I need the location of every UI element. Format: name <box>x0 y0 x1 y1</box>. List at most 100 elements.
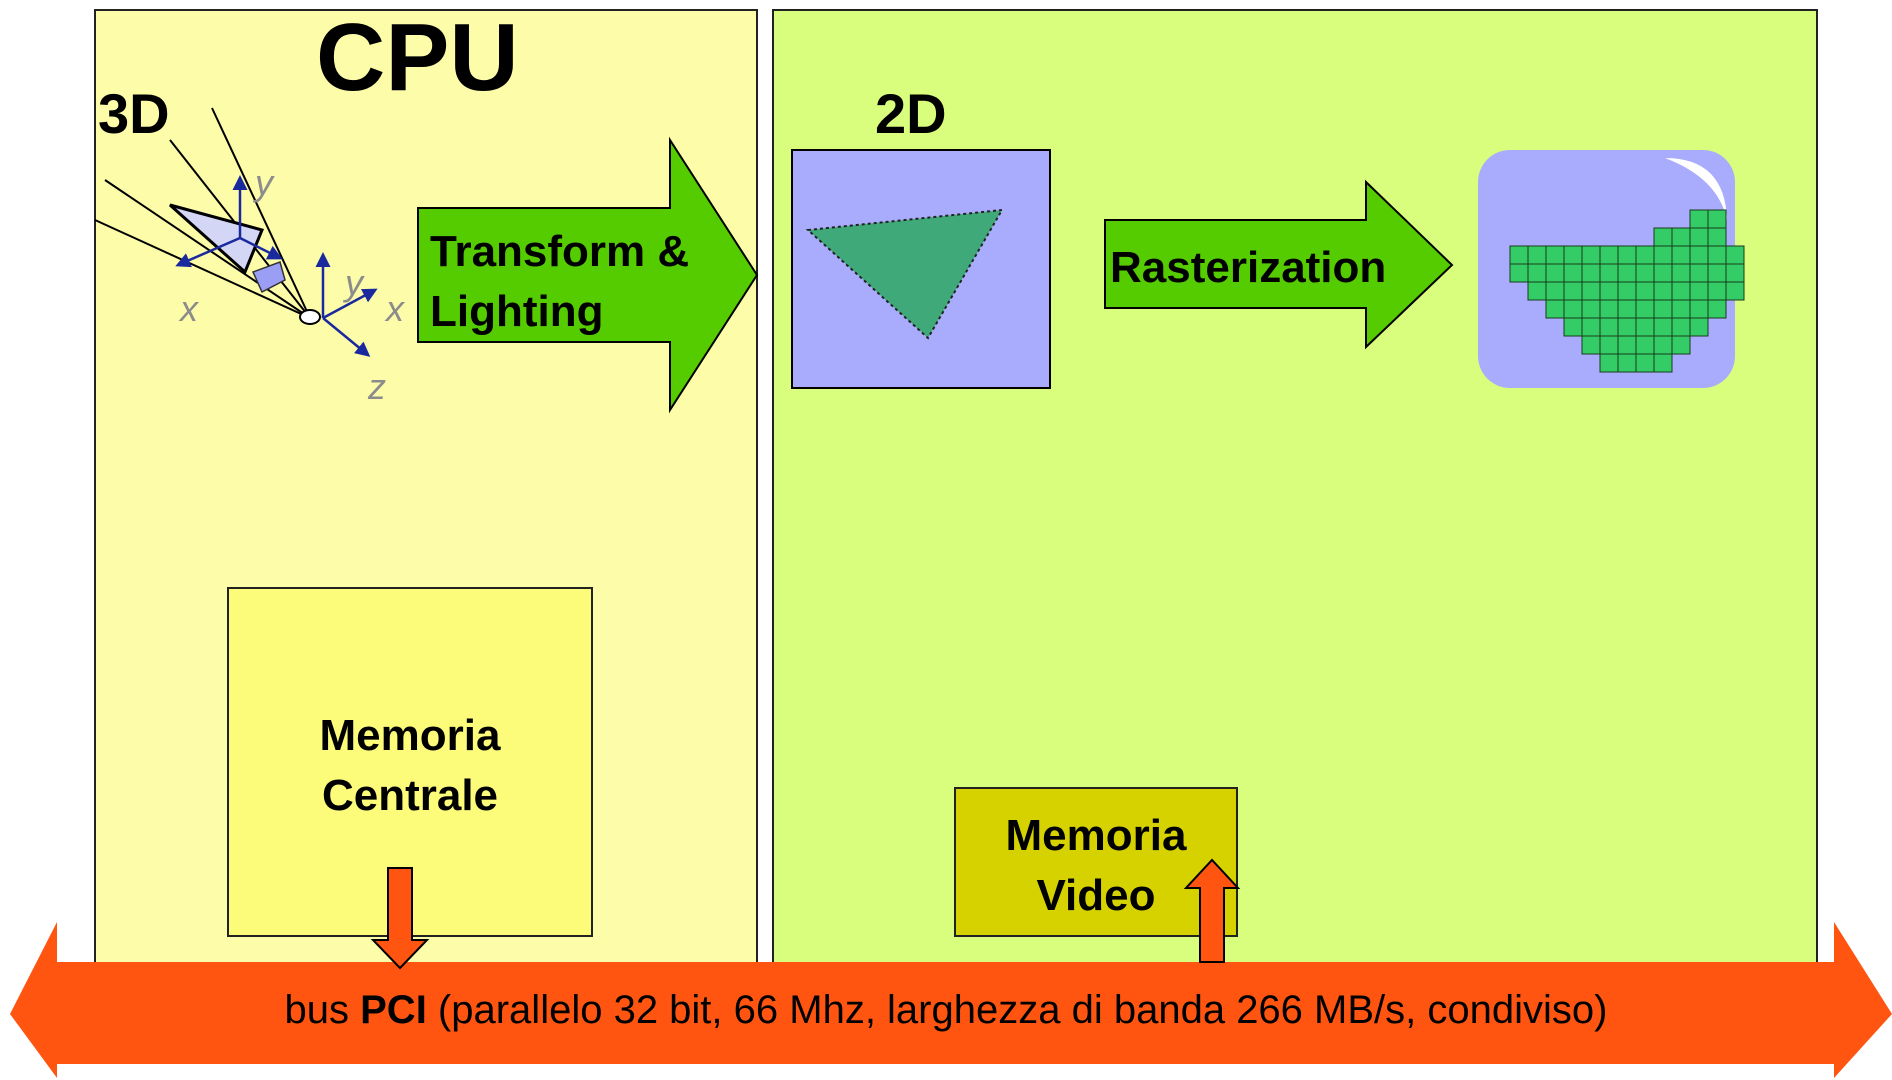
raster-pixel <box>1671 335 1691 355</box>
raster-pixel <box>1635 263 1655 283</box>
label-2d: 2D <box>875 82 947 145</box>
memoria-centrale-label-line1: Memoria <box>319 711 501 760</box>
raster-pixel <box>1545 263 1565 283</box>
raster-pixel <box>1653 335 1673 355</box>
axis-label-y-top: y <box>255 162 273 203</box>
raster-pixel <box>1581 317 1601 337</box>
raster-pixel <box>1617 335 1637 355</box>
raster-output-highlight <box>1665 158 1727 220</box>
pci-bus-arrow <box>10 922 1892 1078</box>
raster-pixel <box>1581 299 1601 319</box>
screen-triangle-shape <box>805 208 1004 340</box>
raster-pixel <box>1581 335 1601 355</box>
raster-pixel <box>1563 263 1583 283</box>
cpu-title: CPU <box>316 4 519 111</box>
raster-pixel <box>1671 317 1691 337</box>
raster-pixel <box>1509 263 1529 283</box>
transform-label-line2: Lighting <box>430 287 604 336</box>
axis-label-z: z <box>368 366 386 407</box>
raster-pixel <box>1617 317 1637 337</box>
memoria-video-label-line1: Memoria <box>1005 811 1187 860</box>
bus-to-video-arrow <box>1183 858 1241 963</box>
raster-pixel <box>1545 299 1565 319</box>
rasterization-label: Rasterization <box>1110 243 1387 292</box>
raster-pixel <box>1635 245 1655 265</box>
raster-pixel <box>1671 299 1691 319</box>
raster-pixel <box>1599 263 1619 283</box>
bus-name: PCI <box>360 988 427 1032</box>
raster-pixel-grid <box>1509 209 1745 373</box>
raster-pixel <box>1653 353 1673 373</box>
raster-pixel <box>1599 245 1619 265</box>
raster-pixel <box>1617 245 1637 265</box>
eye-point-icon <box>299 309 321 325</box>
memoria-video-label-line2: Video <box>1036 871 1156 920</box>
raster-pixel <box>1653 263 1673 283</box>
raster-pixel <box>1563 299 1583 319</box>
raster-pixel <box>1617 263 1637 283</box>
memoria-video-box <box>954 787 1238 937</box>
raster-pixel <box>1707 263 1727 283</box>
raster-pixel <box>1707 209 1727 229</box>
raster-pixel <box>1563 317 1583 337</box>
bus-prefix: bus <box>284 988 361 1032</box>
raster-pixel <box>1509 245 1529 265</box>
axis-label-x-right: x <box>386 288 404 329</box>
raster-pixel <box>1689 299 1709 319</box>
raster-pixel <box>1599 317 1619 337</box>
raster-pixel <box>1653 227 1673 247</box>
raster-pixel <box>1617 353 1637 373</box>
raster-pixel <box>1563 281 1583 301</box>
raster-pixel <box>1671 245 1691 265</box>
raster-pixel <box>1635 353 1655 373</box>
axis-label-x-left: x <box>180 288 198 329</box>
raster-pixel <box>1581 245 1601 265</box>
bus-details: (parallelo 32 bit, 66 Mhz, larghezza di … <box>426 988 1608 1032</box>
label-3d: 3D <box>98 82 170 145</box>
central-to-bus-arrow <box>370 867 430 970</box>
raster-pixel <box>1599 281 1619 301</box>
raster-pixel <box>1599 335 1619 355</box>
raster-pixel <box>1671 281 1691 301</box>
raster-pixel <box>1617 281 1637 301</box>
projected-triangle-shape <box>169 203 265 275</box>
raster-pixel <box>1635 317 1655 337</box>
raster-pixel <box>1545 245 1565 265</box>
raster-pixel <box>1599 299 1619 319</box>
raster-pixel <box>1725 245 1745 265</box>
raster-pixel <box>1689 281 1709 301</box>
raster-pixel <box>1689 245 1709 265</box>
image-plane-shape <box>251 261 286 294</box>
raster-pixel <box>1725 263 1745 283</box>
raster-pixel <box>1653 281 1673 301</box>
raster-pixel <box>1707 245 1727 265</box>
raster-pixel <box>1653 299 1673 319</box>
raster-pixel <box>1527 245 1547 265</box>
raster-pixel <box>1563 245 1583 265</box>
raster-pixel <box>1527 281 1547 301</box>
raster-pixel <box>1707 227 1727 247</box>
transform-lighting-arrow <box>417 136 759 414</box>
transform-label-line1: Transform & <box>430 227 690 276</box>
raster-pixel <box>1653 317 1673 337</box>
raster-pixel <box>1635 335 1655 355</box>
axis-label-y-right: y <box>345 262 363 303</box>
raster-pixel <box>1689 227 1709 247</box>
raster-pixel <box>1707 299 1727 319</box>
memoria-centrale-label-line2: Centrale <box>321 771 499 820</box>
raster-pixel <box>1635 281 1655 301</box>
pci-bus-label: bus PCI (parallelo 32 bit, 66 Mhz, largh… <box>0 988 1892 1033</box>
raster-pixel <box>1617 299 1637 319</box>
raster-pixel <box>1689 209 1709 229</box>
raster-pixel <box>1689 317 1709 337</box>
raster-pixel <box>1671 227 1691 247</box>
raster-pixel <box>1599 353 1619 373</box>
raster-pixel <box>1725 281 1745 301</box>
raster-pixel <box>1635 299 1655 319</box>
raster-pixel <box>1689 263 1709 283</box>
raster-pixel <box>1527 263 1547 283</box>
raster-pixel <box>1545 281 1565 301</box>
raster-pixel <box>1581 281 1601 301</box>
camera-axes-icon <box>175 175 378 357</box>
